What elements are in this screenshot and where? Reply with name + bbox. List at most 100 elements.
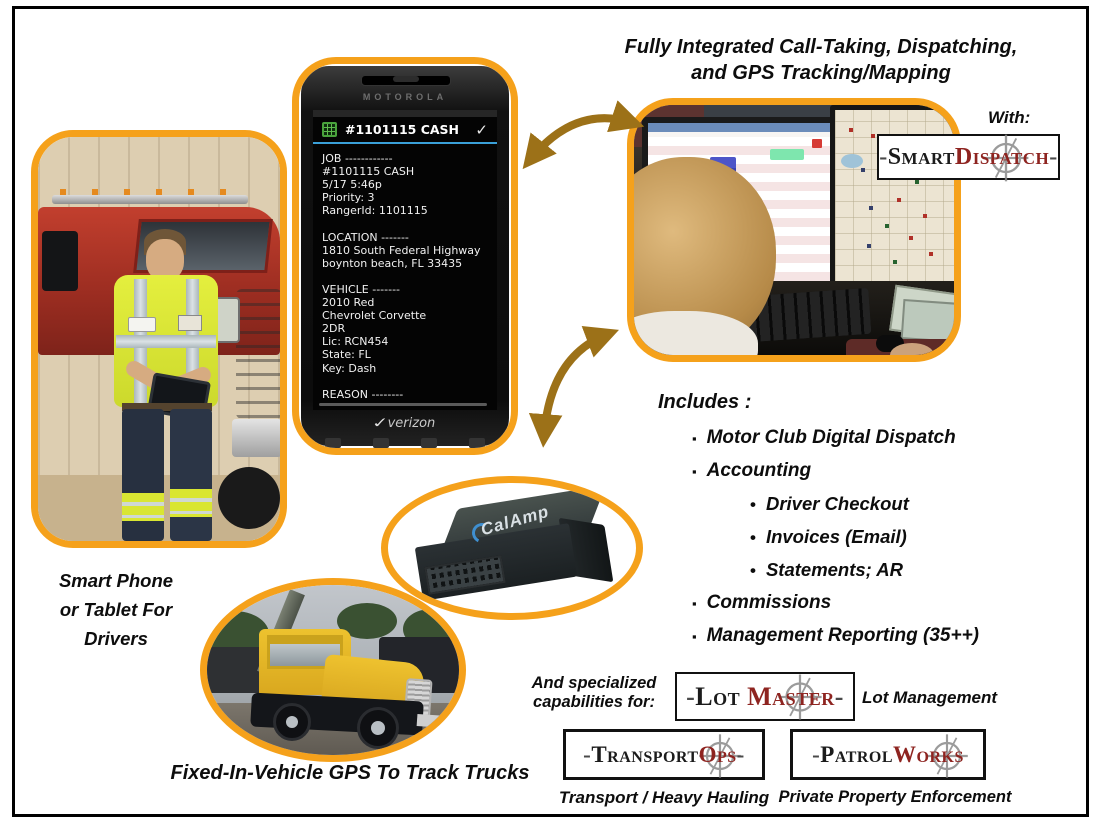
desk-papers-2 [900, 299, 954, 343]
specialized-caption: And specialized capabilities for: [528, 674, 660, 712]
phone-nav-bar [325, 438, 485, 448]
round-bullet-icon: • [750, 495, 756, 514]
check-icon[interactable]: ✓ [475, 121, 488, 139]
round-bullet-icon: • [750, 561, 756, 580]
logo-dash: - [1049, 143, 1058, 170]
transportops-caption: Transport / Heavy Hauling [558, 788, 770, 807]
transportops-logo: -TransportOps- [563, 729, 765, 780]
truck-bumper [416, 713, 448, 729]
dispatch-app-icon [322, 122, 337, 137]
list-item: ▪Commissions [692, 592, 1078, 614]
list-item-text: Accounting [706, 460, 812, 481]
windshield-banner [267, 635, 343, 644]
smartdispatch-wordmark: -SmartDispatch- [879, 144, 1058, 171]
patrolworks-logo: -PatrolWorks [790, 729, 986, 780]
page-title-line2: and GPS Tracking/Mapping [691, 62, 951, 84]
patrolworks-word1: Patrol [820, 741, 894, 767]
patrolworks-wordmark: -PatrolWorks [812, 742, 964, 768]
company-patch [178, 315, 202, 331]
dispatch-green-button [770, 149, 804, 160]
square-bullet-icon: ▪ [692, 464, 697, 479]
logo-dash: - [686, 681, 696, 711]
job-title-bar[interactable]: #1101115 CASH ✓ [313, 117, 497, 144]
home-icon[interactable] [373, 438, 389, 448]
lotmaster-caption: Lot Management [862, 688, 998, 707]
driver-photo [31, 130, 287, 548]
hivis-leg-band [170, 489, 212, 517]
lotmaster-word1: Lot [695, 681, 741, 711]
transportops-word2: Ops [698, 741, 737, 767]
back-icon[interactable] [421, 438, 437, 448]
dispatch-screen-titlebar [648, 123, 830, 132]
fixed-gps-caption: Fixed-In-Vehicle GPS To Track Trucks [170, 762, 530, 784]
smart-phone-caption: Smart Phone or Tablet For Drivers [40, 566, 192, 653]
smart-phone-caption-line3: Drivers [84, 628, 148, 649]
name-tag [128, 317, 156, 332]
dispatcher-hand [890, 343, 934, 355]
driver-leg [170, 409, 212, 541]
smartdispatch-logo: -SmartDispatch- [877, 134, 1060, 182]
list-item: • Driver Checkout [750, 493, 1078, 515]
job-details-text: JOB ------------ #1101115 CASH 5/17 5:46… [322, 152, 481, 401]
includes-title: Includes : [658, 391, 752, 413]
round-bullet-icon: • [750, 528, 756, 547]
dispatcher-photo [627, 98, 961, 362]
smart-phone-caption-line2: or Tablet For [59, 599, 173, 620]
map-vehicle-markers [849, 128, 853, 132]
transportops-wordmark: -TransportOps- [583, 742, 745, 768]
phone-earpiece-grille [393, 76, 419, 82]
phone-brand-label: MOTOROLA [362, 92, 448, 102]
lotmaster-word2: Master [747, 681, 835, 711]
phone-status-bar [313, 110, 497, 117]
includes-section: Includes : ▪Motor Club Digital Dispatch … [658, 391, 1078, 658]
phone-screen: #1101115 CASH ✓ JOB ------------ #110111… [313, 110, 497, 410]
map-lake [841, 154, 863, 168]
truck-grille [236, 289, 280, 419]
truck-bumper [232, 419, 280, 457]
list-item: ▪Motor Club Digital Dispatch [692, 427, 1078, 449]
wheel-hub [371, 721, 385, 735]
square-bullet-icon: ▪ [692, 629, 697, 644]
logo-dash: - [834, 681, 844, 711]
carrier-name: verizon [387, 416, 436, 431]
menu-icon[interactable] [325, 438, 341, 448]
specialized-caption-line1: And specialized [531, 674, 657, 692]
truck-light-bar [52, 195, 248, 204]
list-item: • Invoices (Email) [750, 526, 1078, 548]
smart-phone-caption-line1: Smart Phone [58, 570, 174, 591]
tow-truck-photo [200, 578, 466, 762]
job-title: #1101115 CASH [345, 122, 460, 137]
specialized-caption-line2: capabilities for: [533, 693, 655, 711]
carrier-logo: ✓verizon [301, 415, 509, 432]
reflective-stripe [116, 335, 216, 348]
driver-phone: MOTOROLA #1101115 CASH ✓ JOB -----------… [292, 57, 518, 455]
list-item: • Statements; AR [750, 559, 1078, 581]
logo-dash: - [583, 741, 592, 767]
outer-border [12, 6, 1089, 817]
crosshair-icon [778, 674, 822, 720]
list-item-text: Driver Checkout [765, 493, 909, 514]
driver-leg [122, 409, 164, 541]
dispatch-right-monitor [830, 105, 954, 287]
driver-head [146, 239, 184, 281]
truck-mirror [42, 231, 78, 291]
smartdispatch-word2: Dispatch [954, 143, 1050, 170]
transportops-word1: Transport [591, 741, 699, 767]
wheel-hub [286, 716, 298, 728]
smartdispatch-word1: Smart [887, 143, 955, 170]
list-item-text: Motor Club Digital Dispatch [706, 427, 956, 448]
list-item: ▪Management Reporting (35++) [692, 625, 1078, 647]
search-icon[interactable] [469, 438, 485, 448]
list-item-text: Statements; AR [765, 559, 904, 580]
logo-dash: - [736, 741, 745, 767]
logo-dash: - [879, 143, 888, 170]
verizon-check-icon: ✓ [370, 415, 390, 432]
list-item: ▪ Accounting [692, 460, 1078, 482]
patrolworks-word2: Works [893, 741, 964, 767]
scrollbar[interactable] [319, 403, 487, 406]
list-item-text: Invoices (Email) [765, 526, 907, 547]
square-bullet-icon: ▪ [692, 596, 697, 611]
rear-wheel [273, 703, 311, 741]
